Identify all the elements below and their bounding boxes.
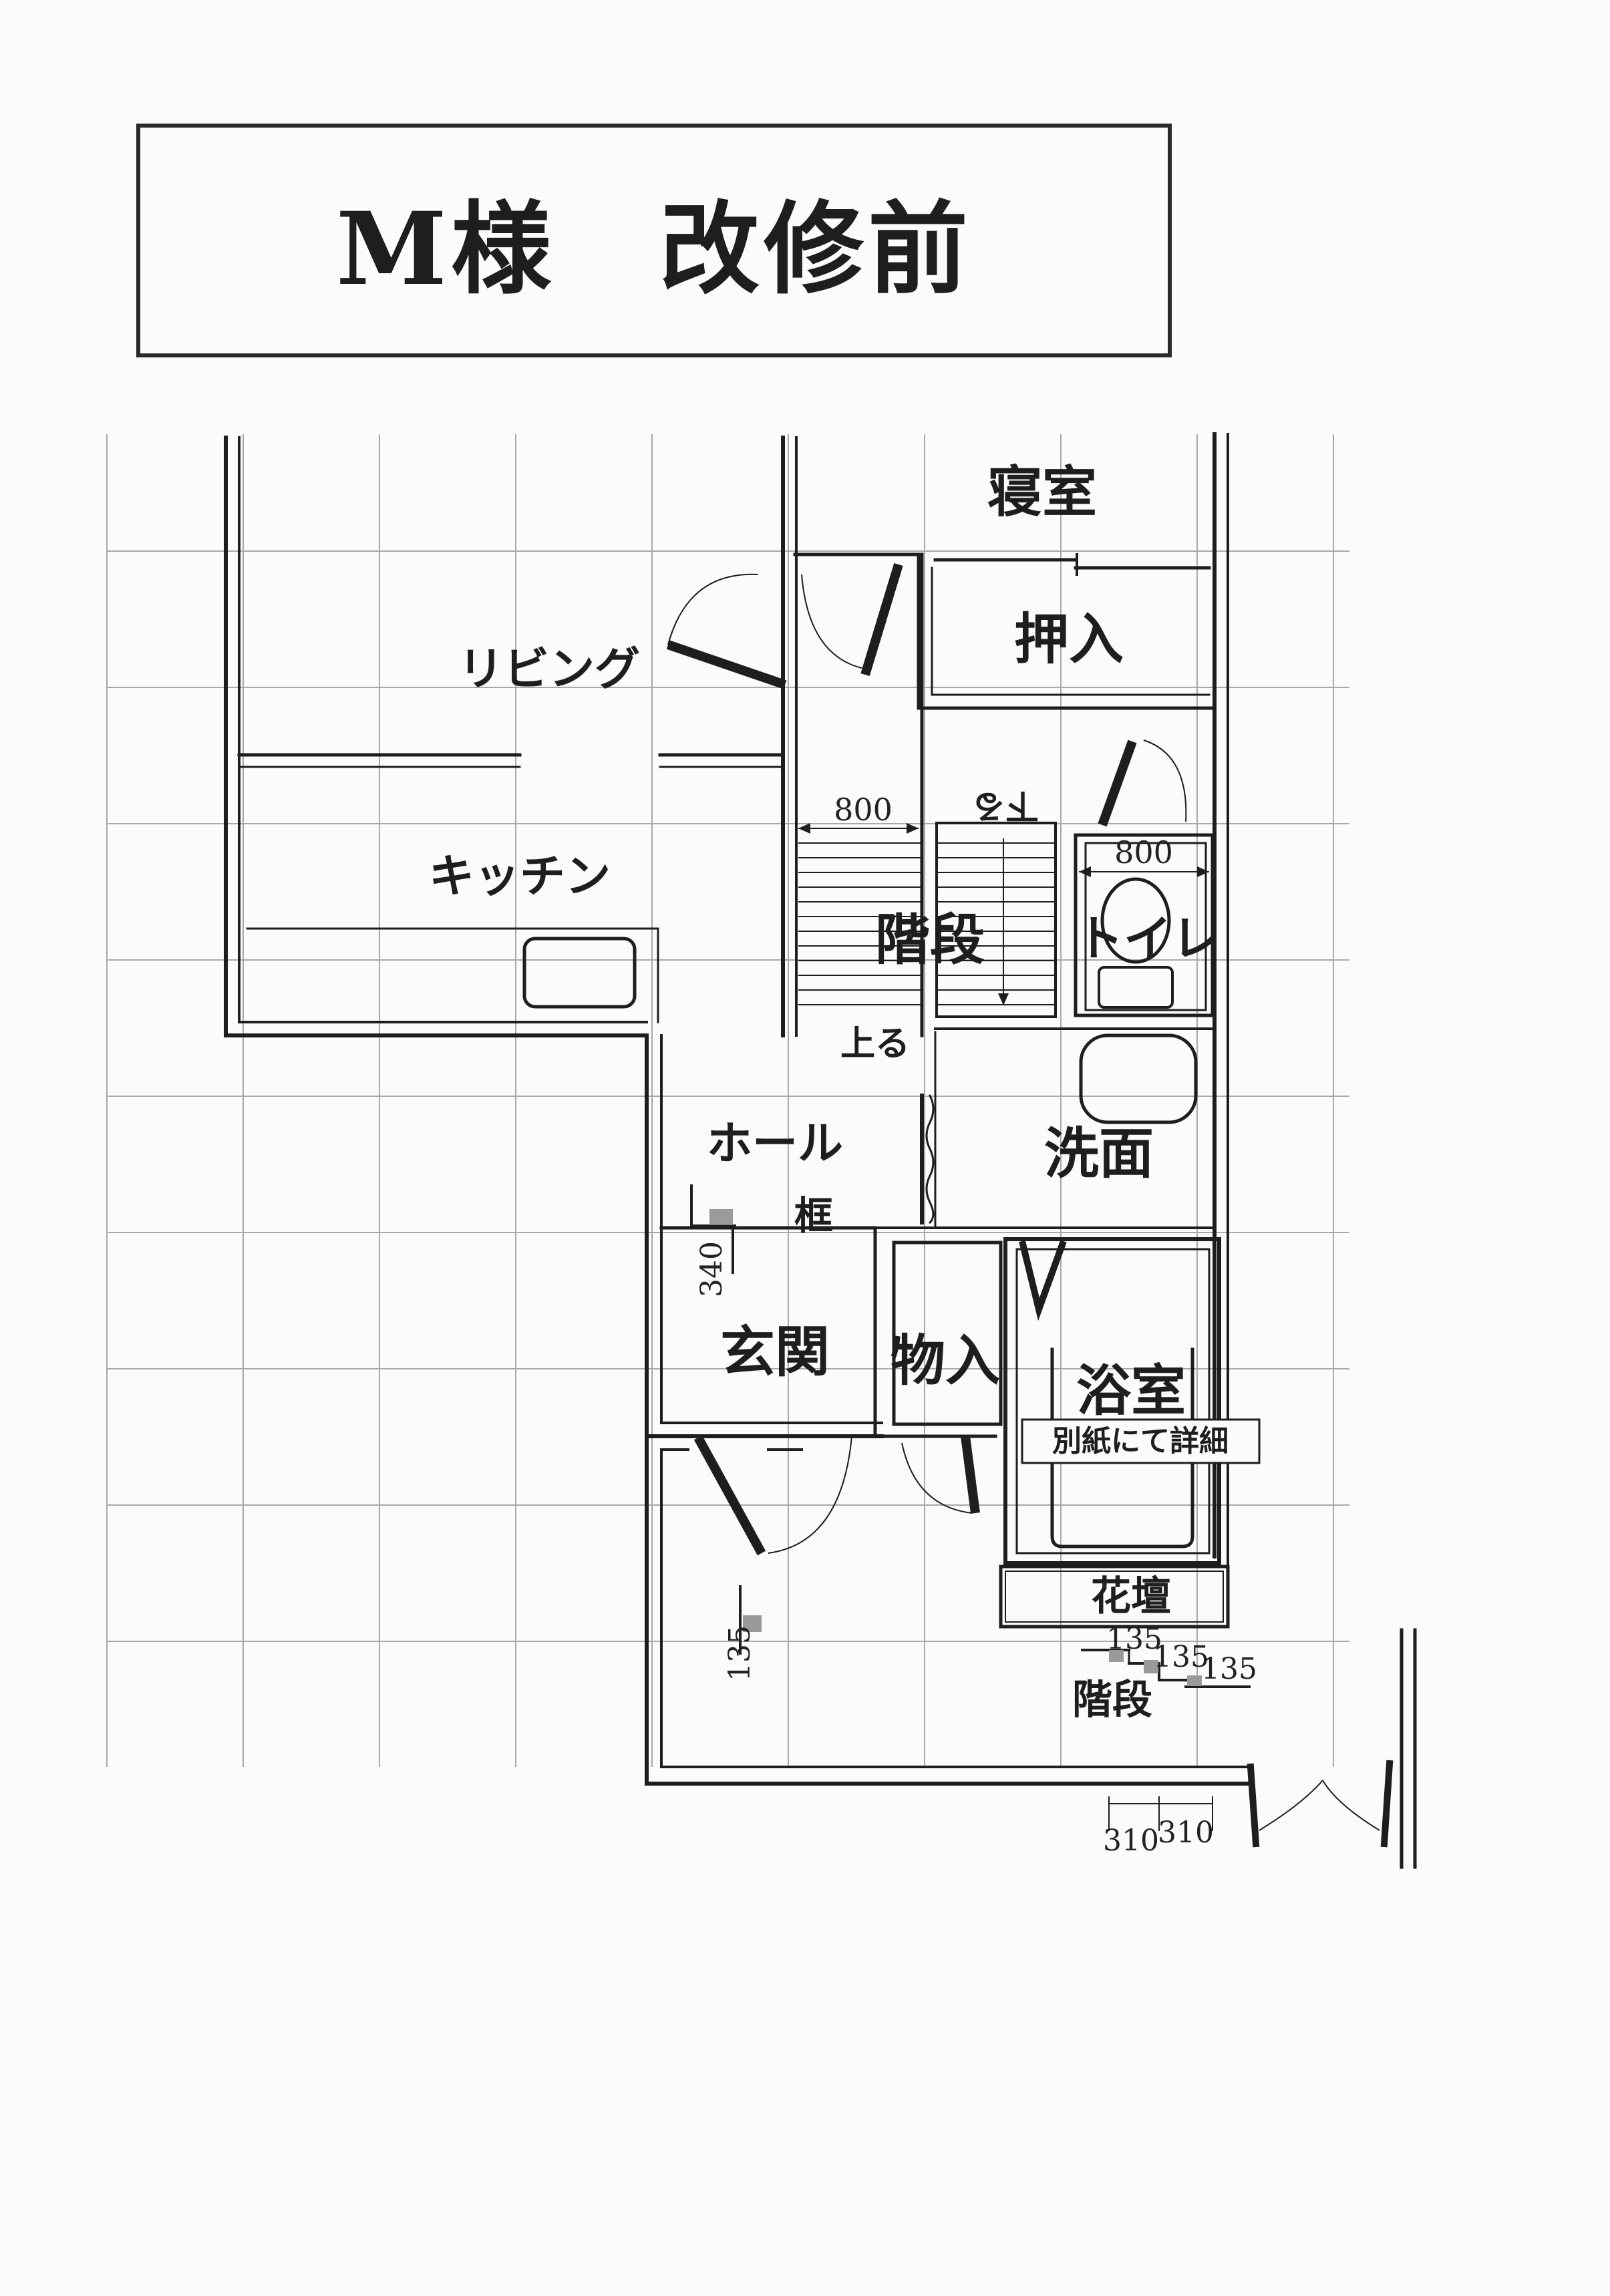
room-label-washroom: 洗面 — [1044, 1122, 1154, 1186]
room-label-kitchen: キッチン — [429, 850, 611, 903]
room-label-entrance: 玄関 — [720, 1321, 830, 1384]
dim-step-135-c: 135 — [1153, 1640, 1209, 1674]
doors — [666, 562, 1380, 1831]
title-box: M様 改修前 — [136, 124, 1172, 357]
dim-step-135-b: 135 — [1106, 1622, 1162, 1656]
room-label-stairs: 階段 — [875, 909, 985, 972]
dim-stair-width: 800 — [834, 792, 893, 828]
room-label-living: リビング — [458, 643, 640, 696]
dim-frame-height: 340 — [695, 1241, 729, 1297]
room-label-bathroom: 浴室 — [1076, 1359, 1186, 1423]
grid — [106, 434, 1349, 1767]
room-label-storage: 物入 — [891, 1329, 1000, 1393]
page-title: M様 改修前 — [335, 190, 973, 308]
room-label-bedroom: 寝室 — [987, 461, 1097, 524]
stairs-down-note: 下る — [972, 787, 1039, 826]
room-label-outer-stairs: 階段 — [1072, 1677, 1152, 1724]
dim-tread-310-a: 310 — [1103, 1824, 1159, 1858]
room-label-closet: 押入 — [1014, 608, 1124, 671]
stairs-up-note: 上る — [840, 1024, 910, 1064]
stair-treads — [798, 842, 1056, 1005]
dim-toilet-width: 800 — [1114, 834, 1173, 870]
dim-step-135-a: 135 — [723, 1625, 757, 1681]
dim-tread-310-b: 310 — [1158, 1816, 1214, 1850]
room-label-flowerbed: 花壇 — [1091, 1573, 1171, 1620]
frame-note: 框 — [794, 1193, 833, 1239]
dim-step-135-d: 135 — [1201, 1652, 1257, 1686]
bath-detail-box — [1021, 1418, 1261, 1464]
bath-detail-note: 別紙にて詳細 — [1052, 1424, 1229, 1458]
room-label-toilet: トイレ — [1076, 911, 1220, 967]
walls — [224, 432, 1417, 1869]
room-label-hall: ホール — [707, 1118, 843, 1170]
